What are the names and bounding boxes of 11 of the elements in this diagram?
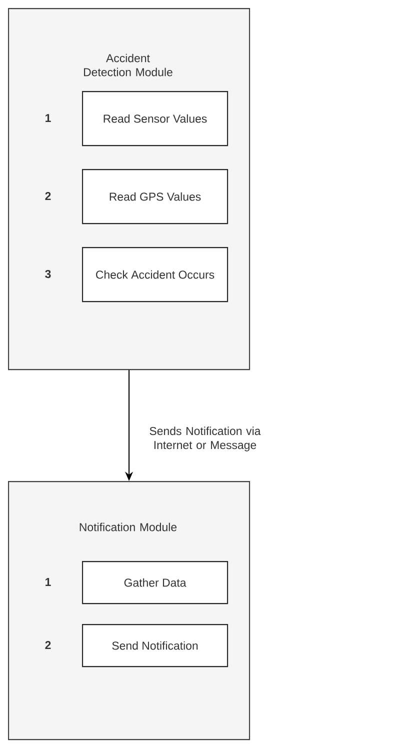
step-box: Gather Data [82,561,228,604]
step-number: 2 [45,641,51,649]
step-number: 1 [46,114,51,122]
step-number: 1 [46,578,51,586]
step-box: Read Sensor Values [82,91,228,146]
step-number: 2 [45,192,51,200]
edge-label: Sends Notification via Internet or Message [150,426,261,452]
step-box: Send Notification [82,624,228,668]
step-box: Check Accident Occurs [82,247,228,302]
step-box: Read GPS Values [82,169,228,224]
step-number: 3 [45,270,51,278]
